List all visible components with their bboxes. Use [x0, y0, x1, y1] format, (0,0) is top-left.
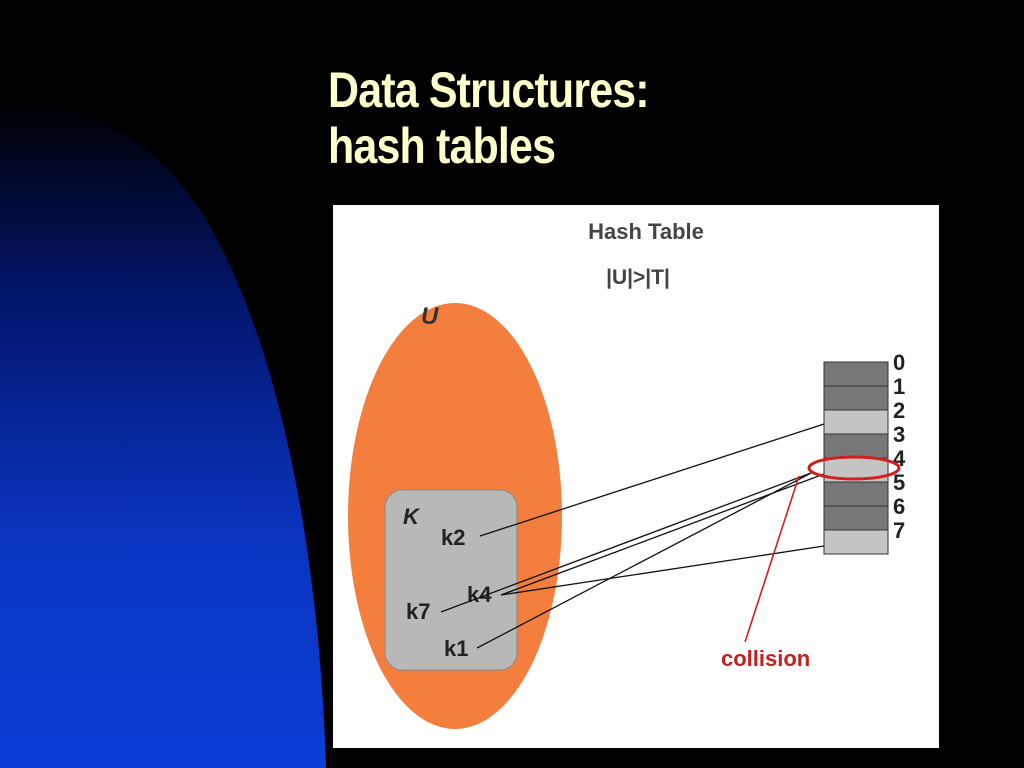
mapping-k4-slot-7	[500, 545, 825, 596]
collision-label: collision	[721, 646, 810, 671]
slot-1	[823, 385, 889, 411]
slot-2	[823, 409, 889, 435]
hash-table-figure: Hash Table |U|>|T| U K k2 k4 k7 k1 0	[348, 219, 906, 729]
diagram-heading: Hash Table	[588, 219, 704, 244]
slot-6	[823, 505, 889, 531]
key-k7: k7	[406, 599, 430, 624]
slide-title: Data Structures: hash tables	[328, 62, 650, 174]
slot-index-7: 7	[893, 518, 905, 543]
size-condition: |U|>|T|	[606, 266, 670, 289]
title-line-2: hash tables	[328, 118, 556, 174]
mapping-k1-slot-4	[476, 472, 812, 649]
key-k2: k2	[441, 525, 465, 550]
blue-arc-decoration	[0, 100, 326, 768]
slot-index-1: 1	[893, 374, 905, 399]
mapping-k7-slot-4	[440, 472, 812, 613]
hash-table-slots	[823, 361, 889, 555]
slot-7	[823, 529, 889, 555]
slot-index-0: 0	[893, 350, 905, 375]
slot-0	[823, 361, 889, 387]
slot-index-3: 3	[893, 422, 905, 447]
slot-index-6: 6	[893, 494, 905, 519]
slot-index-labels: 0 1 2 3 4 5 6 7	[893, 350, 906, 543]
collision-pointer	[744, 475, 800, 643]
title-line-1: Data Structures:	[328, 62, 650, 118]
collision-marker	[807, 455, 901, 481]
hash-mapping-lines	[440, 423, 825, 649]
mapping-k2-slot-2	[479, 423, 825, 537]
slot-index-2: 2	[893, 398, 905, 423]
hash-table-diagram: Hash Table |U|>|T| U K k2 k4 k7 k1 0	[333, 205, 939, 748]
universe-label: U	[421, 303, 439, 330]
key-set-label: K	[403, 504, 421, 529]
slot-3	[823, 433, 889, 459]
key-k1: k1	[444, 636, 468, 661]
slot-5	[823, 481, 889, 507]
slot-index-5: 5	[893, 470, 905, 495]
